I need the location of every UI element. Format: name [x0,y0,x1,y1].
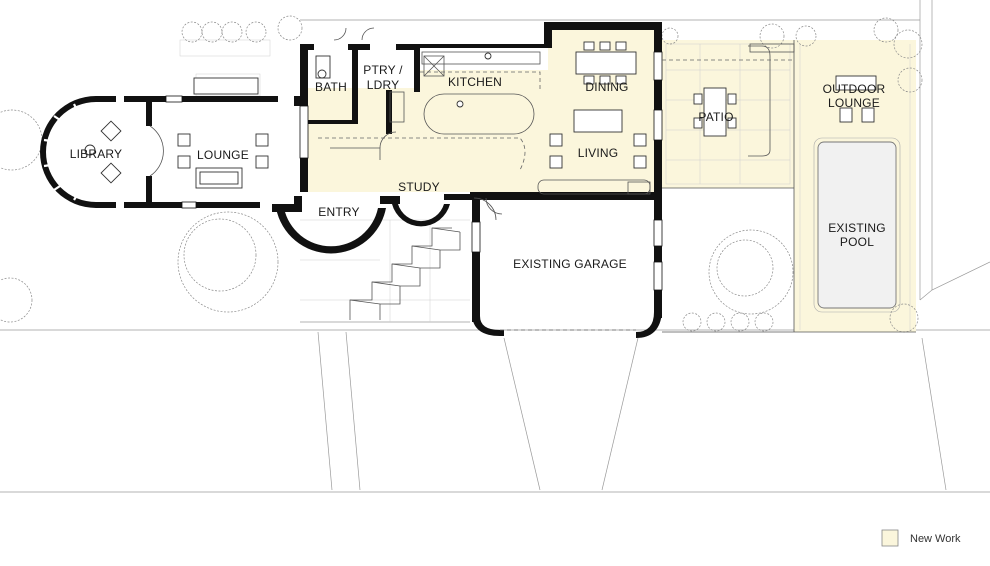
library-window-ticks [43,103,78,201]
furniture [84,41,877,189]
label-study: STUDY [398,180,440,194]
label-entry: ENTRY [318,205,359,219]
entry-stairs [349,227,461,320]
existing-pool [813,137,901,313]
walls [40,22,662,338]
label-kitchen: KITCHEN [448,75,502,89]
interior-lines [149,27,916,333]
label-garage: EXISTING GARAGE [513,257,627,271]
label-ptry: PTRY / [363,63,403,77]
label-outdoor: OUTDOOR [823,82,886,96]
windows [165,51,663,291]
label-ldry: LDRY [367,78,400,92]
legend-label: New Work [910,533,961,545]
room-labels: LIBRARY LOUNGE BATH PTRY / LDRY KITCHEN … [70,63,886,271]
label-lounge: LOUNGE [197,148,249,162]
legend: New Work [881,529,961,547]
label-living: LIVING [578,146,619,160]
label-bath: BATH [315,80,347,94]
label-existing: EXISTING [828,221,886,235]
label-dining: DINING [585,80,628,94]
label-patio: PATIO [698,110,733,124]
label-library: LIBRARY [70,147,123,161]
legend-swatch [881,529,899,547]
label-pool: POOL [840,235,874,249]
label-outdoor-lounge: LOUNGE [828,96,880,110]
